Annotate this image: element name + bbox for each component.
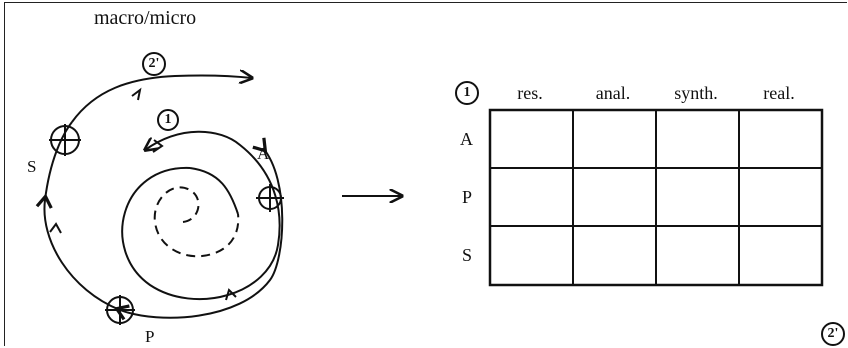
marker-inner-label: 1 [164,112,172,127]
node-p-label: P [145,327,155,346]
marker-2-circle [142,52,166,76]
column-header: real. [763,83,795,103]
spiral-nodes [49,52,845,346]
marker-outer-label: 2' [148,56,160,71]
direction-tick [225,288,237,301]
figure-frame [4,2,847,346]
direction-tick [49,222,62,234]
inner-spiral-loop [189,167,239,215]
column-header: res. [517,83,543,103]
node-a-label: A [257,144,270,163]
column-header: anal. [595,83,631,103]
direction-tick [131,87,142,101]
direction-tick [152,139,164,153]
diagram-caption: macro/micro [94,7,197,29]
node-p-marker [105,295,135,325]
node-s-marker [49,124,81,156]
matrix-corner-marker: 1 [463,85,471,100]
outer-spiral-loop [119,137,284,319]
matrix-marker-2-circle [821,322,845,346]
dashed-spiral-core [153,186,240,258]
matrix-bottom-marker: 2' [827,326,839,341]
node-s-label: S [27,157,37,176]
row-header: P [462,187,473,207]
column-header: synth. [674,83,718,103]
marker-1-circle [157,109,179,131]
outer-spiral-loop [71,75,252,123]
matrix-marker-1-circle [455,81,479,105]
inner-spiral-loop [121,130,281,300]
matrix-grid [488,108,824,287]
row-header: S [462,245,473,265]
row-header: A [460,129,473,149]
node-a-marker [256,184,284,212]
